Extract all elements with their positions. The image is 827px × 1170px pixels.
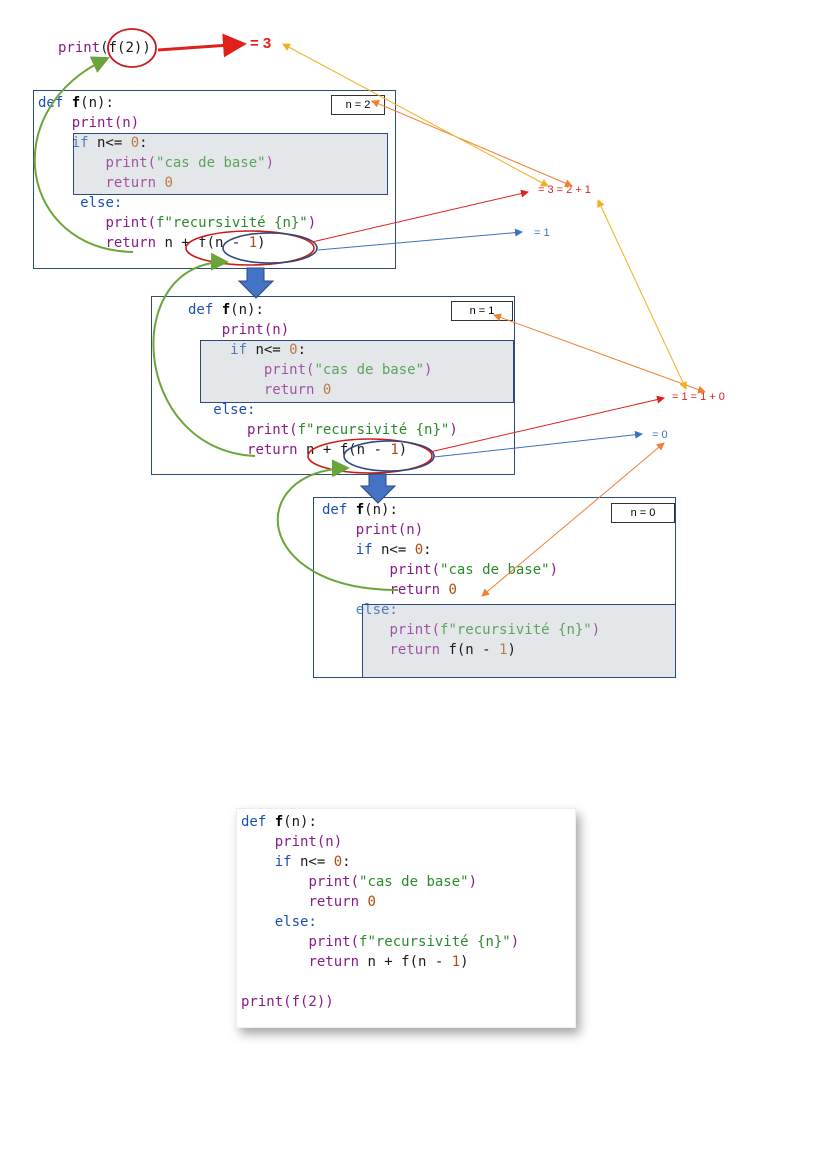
frame-n0-else-block-inactive (362, 604, 676, 678)
frame-n1-if-block-inactive (200, 340, 514, 403)
open-paren: ( (100, 40, 109, 56)
frame-n1-code: def f(n): print(n) if n<= 0: print("cas … (188, 302, 458, 458)
print-keyword: print (58, 40, 101, 56)
circle-return-n1-sum (307, 438, 433, 474)
red-arrow-sum-n2 (311, 189, 529, 243)
green-arrow-return-to-frame1 (152, 252, 256, 457)
f2-call: f(2) (108, 40, 143, 56)
orange-arrow-n0 (481, 442, 665, 597)
orange-arrow-n2 (371, 100, 573, 187)
top-print-call: print(f(2)) (58, 38, 151, 58)
orange-arrow-n1 (493, 313, 706, 394)
down-arrow-1 (237, 267, 275, 299)
annotation-eq-0-blue: = 0 (652, 429, 668, 441)
arrow-to-final-result (157, 33, 247, 58)
close-paren: ) (142, 40, 151, 56)
circle-return-n2-sum (185, 230, 315, 266)
blue-arrow-call-n1 (433, 430, 643, 458)
yellow-arrow-result-3 (282, 43, 549, 187)
circle-f2 (107, 28, 157, 68)
down-arrow-2 (359, 473, 397, 504)
circle-return-n2-call (222, 232, 318, 264)
source-code-panel (236, 808, 576, 1028)
frame-n2-code: def f(n): print(n) if n<= 0: print("cas … (38, 95, 317, 251)
annotation-eq-1-blue: = 1 (534, 227, 550, 239)
red-arrow-sum-n1 (429, 395, 665, 453)
yellow-arrow-result-1 (597, 199, 687, 390)
final-result: = 3 (250, 35, 272, 52)
green-arrow-return-to-frame2 (276, 459, 399, 591)
annotation-3-eq-2-plus-1: = 3 = 2 + 1 (538, 184, 591, 196)
annotation-1-eq-1-plus-0: = 1 = 1 + 0 (672, 391, 725, 403)
blue-arrow-call-n2 (317, 228, 523, 251)
green-arrow-return-to-top (33, 56, 134, 253)
circle-return-n1-call (343, 440, 435, 472)
diagram-overlay (33, 28, 706, 597)
source-code: def f(n): print(n) if n<= 0: print("cas … (241, 814, 520, 1010)
